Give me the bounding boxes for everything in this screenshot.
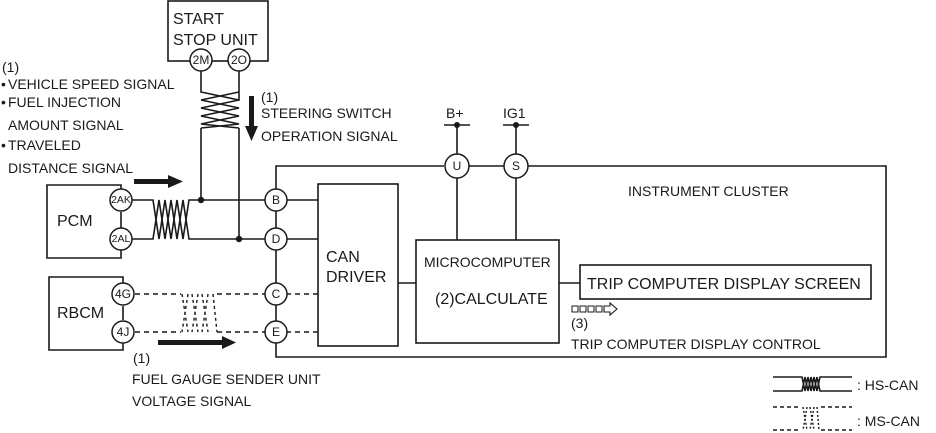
steering-label-1: STEERING SWITCH xyxy=(261,105,392,121)
power-ig1: IG1 xyxy=(503,105,529,240)
ig1-label: IG1 xyxy=(503,105,526,121)
can-driver-box xyxy=(317,183,399,347)
start-stop-unit-label-1: START xyxy=(173,11,224,28)
fuel-gauge-ref: (1) xyxy=(133,350,150,366)
pin-4g xyxy=(111,282,135,306)
trip-display-label: TRIP COMPUTER DISPLAY SCREEN xyxy=(587,276,861,293)
pin-2al-label: 2AL xyxy=(112,233,131,245)
start-stop-unit-label-2: STOP UNIT xyxy=(173,32,258,49)
pcm-box xyxy=(46,184,122,259)
pcm-signal-fuel-injection-2: AMOUNT SIGNAL xyxy=(8,117,124,133)
pin-2ak xyxy=(109,188,133,212)
rbcm-module: RBCM xyxy=(48,276,124,351)
pin-2m-label: 2M xyxy=(193,53,210,67)
pin-2m xyxy=(189,48,213,72)
can-driver-hs-wires xyxy=(287,199,318,240)
can-driver-label-2: DRIVER xyxy=(326,269,386,286)
bullet-1: • xyxy=(1,76,6,92)
pcm-signal-traveled: TRAVELED xyxy=(8,137,81,153)
can-driver: CAN DRIVER xyxy=(317,183,399,347)
trip-display-box xyxy=(579,264,872,300)
pcm-signals-ref: (1) xyxy=(2,59,19,75)
pcm-signal-vehicle-speed: VEHICLE SPEED SIGNAL xyxy=(8,76,175,92)
instrument-cluster-label: INSTRUMENT CLUSTER xyxy=(628,183,789,199)
pin-s-label: S xyxy=(512,159,520,173)
legend: : HS-CAN : MS-CAN xyxy=(773,376,920,431)
steering-label-2: OPERATION SIGNAL xyxy=(261,128,398,144)
power-bplus: B+ xyxy=(444,105,470,240)
pin-b-label: B xyxy=(272,193,280,207)
legend-hs-can-symbol xyxy=(773,376,852,392)
microcomputer: MICROCOMPUTER (2)CALCULATE xyxy=(415,239,560,344)
instrument-cluster: INSTRUMENT CLUSTER xyxy=(275,165,887,358)
pcm-signal-traveled-2: DISTANCE SIGNAL xyxy=(8,160,133,176)
start-stop-twisted-pair xyxy=(200,71,240,238)
pin-4g-label: 4G xyxy=(115,287,131,301)
pin-e xyxy=(264,320,288,344)
legend-hs-can-label: : HS-CAN xyxy=(857,377,918,393)
pin-u xyxy=(444,153,470,179)
calculate-label: (2)CALCULATE xyxy=(435,291,548,308)
display-control-label: TRIP COMPUTER DISPLAY CONTROL xyxy=(571,336,821,352)
bullet-2: • xyxy=(1,94,6,110)
rbcm-label: RBCM xyxy=(57,305,104,322)
pin-4j-label: 4J xyxy=(117,325,130,339)
can-driver-label-1: CAN xyxy=(326,249,360,266)
pin-c-label: C xyxy=(272,287,281,301)
instrument-cluster-outline xyxy=(275,165,887,358)
legend-ms-can-symbol xyxy=(773,406,852,431)
pcm-signal-arrow xyxy=(134,175,183,188)
pin-2o-label: 2O xyxy=(231,53,247,67)
microcomputer-box xyxy=(415,239,560,344)
pin-s xyxy=(503,153,529,179)
display-control-ref: (3) xyxy=(571,315,588,331)
pcm-signal-fuel-injection: FUEL INJECTION xyxy=(8,94,121,110)
pin-4j xyxy=(111,320,135,344)
steering-signal-arrow xyxy=(245,96,258,141)
pin-e-label: E xyxy=(272,325,280,339)
pin-2ak-label: 2AK xyxy=(111,194,131,206)
pin-2o xyxy=(227,48,251,72)
pin-u-label: U xyxy=(453,159,462,173)
fuel-gauge-label-2: VOLTAGE SIGNAL xyxy=(132,393,252,409)
pin-d-label: D xyxy=(272,232,281,246)
steering-ref: (1) xyxy=(261,89,278,105)
fuel-gauge-label-1: FUEL GAUGE SENDER UNIT xyxy=(132,371,321,387)
pcm-label: PCM xyxy=(57,213,93,230)
pin-c xyxy=(264,282,288,306)
display-control-arrow xyxy=(571,301,618,317)
ms-can-pair xyxy=(135,293,318,333)
start-stop-unit: START STOP UNIT xyxy=(167,0,269,62)
start-stop-unit-box xyxy=(167,0,269,62)
fuel-gauge-signal-arrow xyxy=(158,336,236,349)
legend-ms-can-label: : MS-CAN xyxy=(857,413,920,429)
pcm-module: PCM xyxy=(46,184,122,259)
microcomputer-label: MICROCOMPUTER xyxy=(424,254,551,270)
rbcm-box xyxy=(48,276,124,351)
hs-can-pair xyxy=(132,196,274,243)
bullet-3: • xyxy=(1,137,6,153)
pin-2al xyxy=(109,227,133,251)
bplus-label: B+ xyxy=(446,105,464,121)
trip-computer-display: TRIP COMPUTER DISPLAY SCREEN xyxy=(579,264,872,300)
